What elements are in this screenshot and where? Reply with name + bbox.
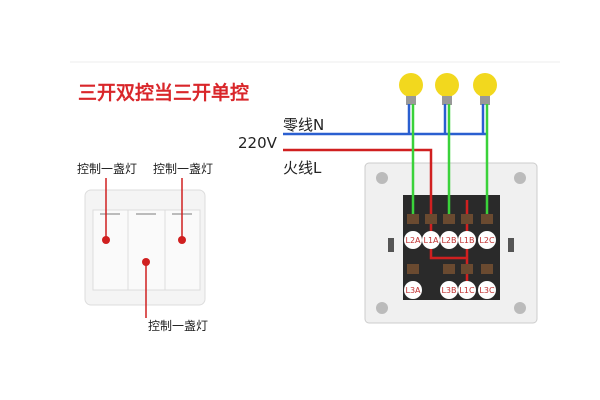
terminal-badge — [478, 281, 496, 299]
terminal-badge — [478, 231, 496, 249]
voltage-label: 220V — [238, 134, 277, 152]
label-middle-switch: 控制一盏灯 — [148, 319, 209, 333]
terminal-badge — [440, 231, 458, 249]
terminal-badge — [404, 281, 422, 299]
label-left-switch: 控制一盏灯 — [77, 162, 138, 176]
bulbs — [399, 73, 497, 105]
terminal-badge — [422, 231, 440, 249]
neutral-wire — [283, 104, 488, 136]
terminal-label: L1B — [459, 236, 474, 245]
terminal-screw — [481, 214, 493, 224]
terminal-label: L2B — [441, 236, 456, 245]
terminal-badge — [404, 231, 422, 249]
terminal-screw — [481, 264, 493, 274]
terminal-screw — [425, 214, 437, 224]
load-wires — [411, 104, 489, 218]
terminal-label: L2C — [479, 236, 495, 245]
triple-switch-front — [84, 178, 206, 318]
terminal-screw — [461, 264, 473, 274]
label-right-switch: 控制一盏灯 — [153, 162, 214, 176]
terminal-label: L3A — [405, 286, 421, 295]
terminal-badge — [440, 281, 458, 299]
terminal-label: L2A — [405, 236, 421, 245]
terminal-label: L1A — [423, 236, 439, 245]
terminal-badge — [458, 231, 476, 249]
terminal-screw — [443, 214, 455, 224]
terminal-screw — [443, 264, 455, 274]
terminal-label: L1C — [459, 286, 475, 295]
neutral-label: 零线N — [283, 116, 325, 134]
live-label: 火线L — [283, 159, 322, 177]
terminal-label: L3C — [479, 286, 495, 295]
terminal-label: L3B — [441, 286, 456, 295]
terminal-badge — [458, 281, 476, 299]
terminal-screw — [407, 264, 419, 274]
terminal-screw — [407, 214, 419, 224]
diagram-title: 三开双控当三开单控 — [78, 82, 250, 104]
terminal-screw — [461, 214, 473, 224]
